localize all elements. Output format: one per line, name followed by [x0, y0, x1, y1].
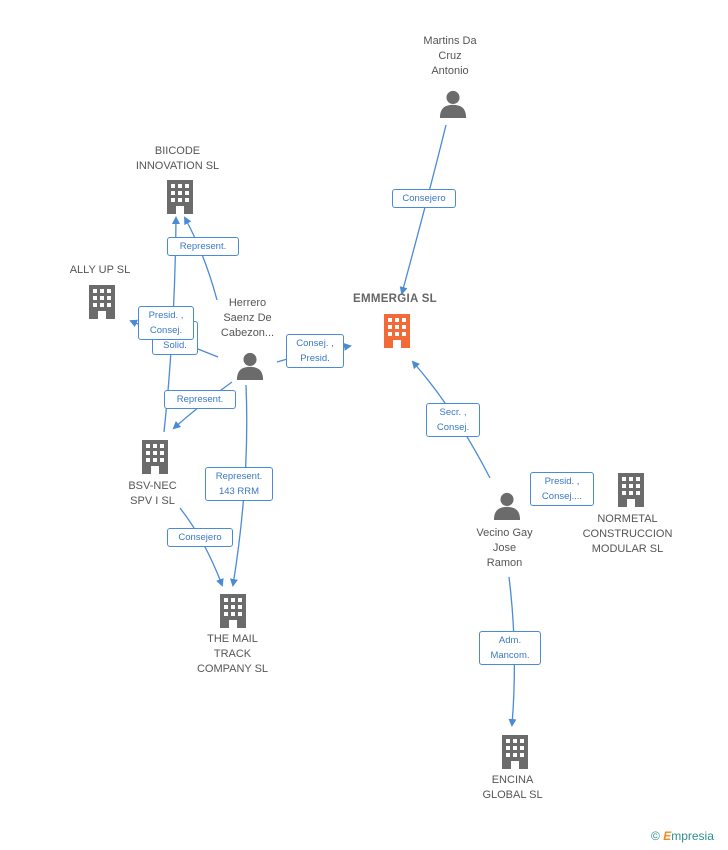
person-icon-herrero	[236, 352, 264, 380]
edge-label-herrero-biicode[interactable]: Represent.	[167, 237, 239, 256]
edge-label-herrero-mailtrack[interactable]: Represent. 143 RRM	[205, 467, 273, 501]
building-icon-emmergia	[384, 314, 410, 348]
edge-label-vecino-normetal[interactable]: Presid. , Consej....	[530, 472, 594, 506]
node-label-biicode[interactable]: BIICODE INNOVATION SL	[135, 145, 220, 172]
building-icon-bsv	[142, 440, 168, 474]
edge-label-vecino-emmergia[interactable]: Secr. , Consej.	[426, 403, 480, 437]
node-label-herrero[interactable]: Herrero Saenz De Cabezon...	[220, 297, 275, 339]
building-icon-normetal	[618, 473, 644, 507]
node-label-allyup[interactable]: ALLY UP SL	[69, 264, 131, 276]
brand-initial: E	[663, 829, 672, 843]
building-icon-biicode	[167, 180, 193, 214]
edge-label-herrero-bsv[interactable]: Represent.	[164, 390, 236, 409]
node-label-martins[interactable]: Martins Da Cruz Antonio	[423, 35, 477, 77]
edge-label-herrero-emmergia[interactable]: Consej. , Presid.	[286, 334, 344, 368]
node-label-vecino[interactable]: Vecino Gay Jose Ramon	[476, 527, 533, 569]
node-label-normetal[interactable]: NORMETAL CONSTRUCCION MODULAR SL	[582, 513, 673, 555]
edge-label-herrero-allyup[interactable]: Presid. , Consej.	[138, 306, 194, 340]
brand-logo[interactable]: © Empresia	[651, 829, 714, 843]
person-icon-vecino	[493, 492, 521, 520]
building-icon-allyup	[89, 285, 115, 319]
edge-label-bsv-mailtrack[interactable]: Consejero	[167, 528, 233, 547]
node-label-bsv[interactable]: BSV-NEC SPV I SL	[128, 480, 177, 507]
edge-martins-emmergia	[399, 124, 447, 295]
edge-label-vecino-encina[interactable]: Adm. Mancom.	[479, 631, 541, 665]
edge-label-martins-emmergia[interactable]: Consejero	[392, 189, 456, 208]
building-icon-encina	[502, 735, 528, 769]
copyright-icon: ©	[651, 829, 660, 843]
node-label-encina[interactable]: ENCINA GLOBAL SL	[482, 774, 543, 801]
person-icon-martins	[439, 90, 467, 118]
brand-name: mpresia	[671, 829, 714, 843]
node-label-emmergia[interactable]: EMMERGIA SL	[352, 293, 437, 305]
building-icon-mailtrack	[220, 594, 246, 628]
edge-herrero-biicode	[184, 216, 218, 301]
node-label-mailtrack[interactable]: THE MAIL TRACK COMPANY SL	[196, 633, 269, 675]
